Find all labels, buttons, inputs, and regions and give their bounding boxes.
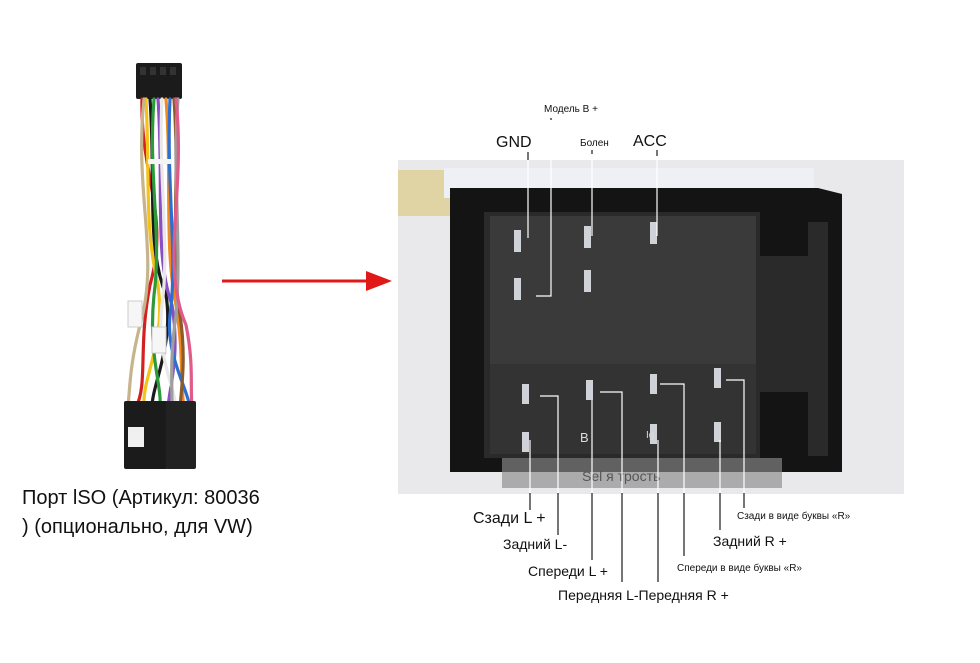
port-caption: Порт lSO (Артикул: 80036 ) (опционально,… (22, 484, 322, 542)
harness-iso-plug-left (124, 401, 168, 469)
label-front-l-plus: Спереди L + (528, 563, 608, 579)
label-acc: ACC (633, 133, 667, 150)
caption-line-1: Порт lSO (Артикул: 80036 (22, 487, 260, 509)
label-bolen: Болен (580, 138, 609, 149)
label-gnd: GND (496, 134, 532, 151)
upper-pin-row (490, 216, 756, 366)
label-front-r-shape: Спереди в виде буквы «R» (677, 563, 802, 574)
wire-tag (151, 326, 167, 354)
label-rear-l-minus: Задний L- (503, 536, 568, 552)
callout-line-set-lower (529, 379, 745, 500)
lower-pins (522, 368, 721, 452)
plug-label (128, 427, 144, 447)
label-model-b-plus: Модель B + (544, 104, 598, 115)
pin-ig-mark: Ig (646, 430, 654, 441)
harness-iso-plug-right (166, 401, 196, 469)
upper-pins (514, 222, 657, 300)
callout-line-set-outside (527, 118, 745, 582)
pin-b-mark: B (580, 430, 589, 445)
caption-line-2: ) (опционально, для VW) (22, 516, 253, 538)
label-rear-r-plus: Задний R + (713, 533, 787, 549)
sel-label: Sel я трость (582, 468, 660, 484)
callout-line-set (527, 120, 658, 297)
label-front-lr-plus: Передняя L-Передняя R + (558, 587, 729, 603)
wire-tag (127, 300, 143, 328)
arrow-right-icon (222, 271, 392, 291)
lower-pin-row (490, 364, 756, 454)
iso-harness-image (124, 63, 196, 469)
sel-label-strip (502, 458, 782, 488)
label-rear-l-plus: Сзади L + (473, 510, 546, 527)
iso-connector-photo: B Ig Sel я трость (398, 160, 904, 494)
label-rear-r-shape: Сзади в виде буквы «R» (737, 511, 851, 522)
cable-tie (148, 159, 172, 164)
